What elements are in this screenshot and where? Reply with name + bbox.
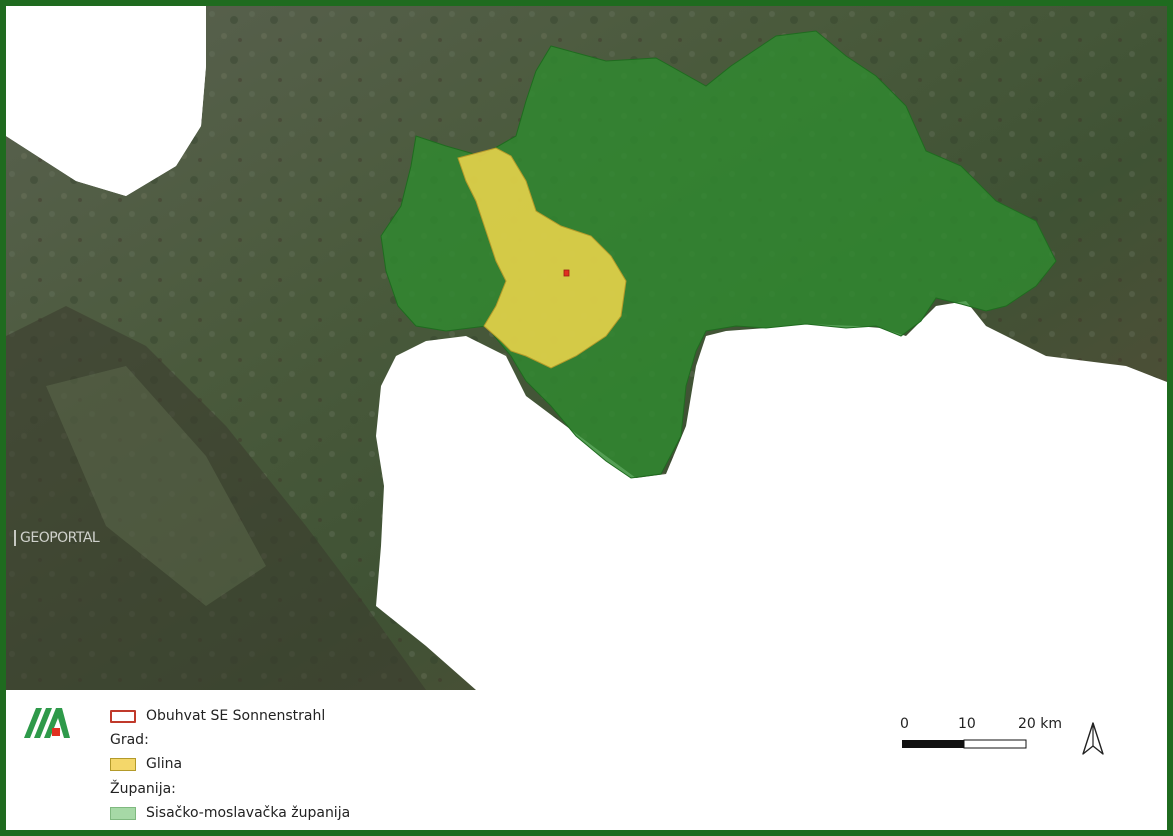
legend-heading-grad: Grad: (110, 732, 149, 748)
legend-swatch-outline (110, 709, 136, 723)
legend-label-site: Obuhvat SE Sonnenstrahl (146, 708, 326, 724)
scale-bar-graphic (902, 739, 1027, 749)
scale-label-10: 10 (958, 716, 976, 732)
map-view[interactable]: GEOPORTAL (6, 6, 1167, 690)
legend-swatch-green (110, 806, 136, 820)
legend-heading-zupanija: Županija: (110, 781, 176, 797)
scale-label-20: 20 km (1018, 716, 1063, 732)
project-site-marker (563, 269, 570, 277)
geoportal-watermark: GEOPORTAL (14, 530, 100, 546)
map-legend: Obuhvat SE Sonnenstrahl Grad: Glina Župa… (6, 692, 1167, 830)
city-polygon-glina (457, 147, 627, 369)
north-arrow-icon (1082, 722, 1104, 755)
legend-label-glina: Glina (146, 756, 183, 772)
map-canvas (6, 6, 1167, 690)
legend-item-county: Sisačko-moslavačka županija (110, 805, 350, 821)
legend-label-county: Sisačko-moslavačka županija (146, 805, 351, 821)
scale-label-0: 0 (900, 716, 909, 732)
legend-swatch-yellow (110, 757, 136, 771)
legend-item-glina: Glina (110, 756, 182, 772)
legend-item-site: Obuhvat SE Sonnenstrahl (110, 708, 325, 724)
company-logo-icon (24, 708, 70, 738)
